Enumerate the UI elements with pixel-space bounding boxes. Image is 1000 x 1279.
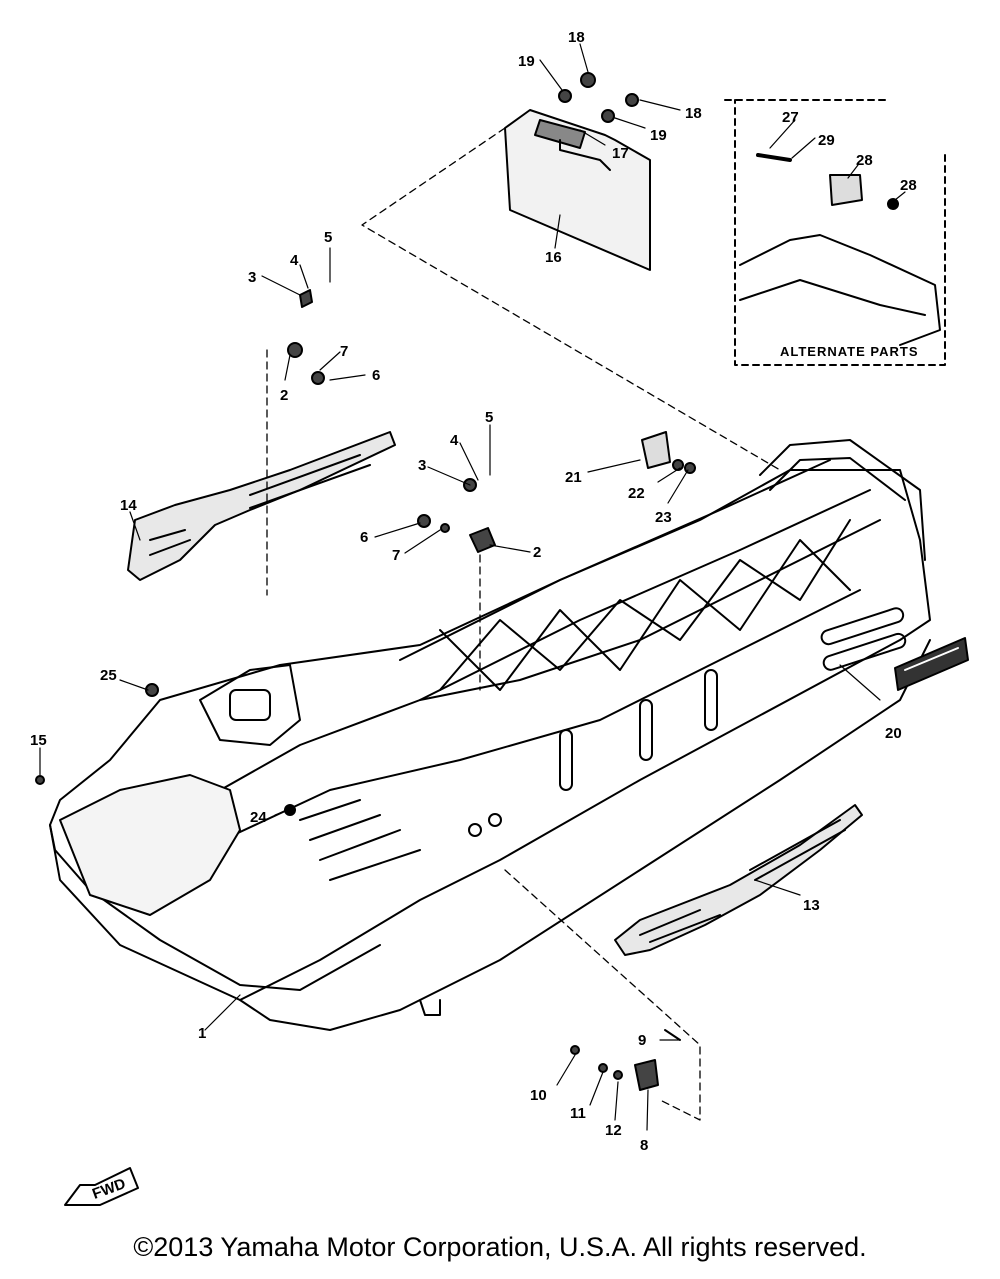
callout-29: 29 <box>818 132 835 149</box>
callout-8: 8 <box>640 1137 648 1154</box>
running-board-right <box>614 804 863 956</box>
alternate-parts-label: ALTERNATE PARTS <box>780 344 919 359</box>
fwd-arrow-icon <box>64 1167 139 1206</box>
callout-1: 1 <box>198 1025 206 1042</box>
callout-15: 15 <box>30 732 47 749</box>
callout-19b: 19 <box>650 127 667 144</box>
callout-11: 11 <box>570 1105 586 1122</box>
callout-7: 7 <box>340 343 348 360</box>
seat-base-plate <box>504 109 651 271</box>
callout-24: 24 <box>250 809 267 826</box>
callout-5b: 5 <box>485 409 493 426</box>
callout-18: 18 <box>568 29 585 46</box>
callout-17: 17 <box>612 145 629 162</box>
callout-2: 2 <box>280 387 288 404</box>
callout-16: 16 <box>545 249 562 266</box>
callout-5: 5 <box>324 229 332 246</box>
alternate-parts-box <box>724 99 946 366</box>
callout-18b: 18 <box>685 105 702 122</box>
callout-23: 23 <box>655 509 672 526</box>
callout-14: 14 <box>120 497 137 514</box>
callout-6b: 6 <box>360 529 368 546</box>
leader-lines <box>39 43 906 1131</box>
running-board-left <box>127 431 396 581</box>
callout-2b: 2 <box>533 544 541 561</box>
parts-diagram: 1 2 2 3 3 4 4 5 5 6 6 7 7 8 9 10 11 12 1… <box>30 29 969 1206</box>
callout-3: 3 <box>248 269 256 286</box>
fwd-label: FWD <box>90 1175 128 1203</box>
callout-3b: 3 <box>418 457 426 474</box>
alternate-parts-frame <box>739 153 941 346</box>
callout-21: 21 <box>565 469 582 486</box>
callout-12: 12 <box>605 1122 622 1139</box>
copyright-notice: ©2013 Yamaha Motor Corporation, U.S.A. A… <box>133 1232 867 1262</box>
callout-labels: 1 2 2 3 3 4 4 5 5 6 6 7 7 8 9 10 11 12 1… <box>30 29 919 1203</box>
callout-10: 10 <box>530 1087 547 1104</box>
callout-27: 27 <box>782 109 799 126</box>
callout-22: 22 <box>628 485 645 502</box>
callout-20: 20 <box>885 725 902 742</box>
frame-body <box>49 439 931 1031</box>
callout-19: 19 <box>518 53 535 70</box>
callout-7b: 7 <box>392 547 400 564</box>
callout-4b: 4 <box>450 432 459 449</box>
callout-28: 28 <box>856 152 873 169</box>
callout-28b: 28 <box>900 177 917 194</box>
callout-6: 6 <box>372 367 380 384</box>
callout-4: 4 <box>290 252 299 269</box>
callout-9: 9 <box>638 1032 646 1049</box>
leader-lines-dashed <box>266 127 781 1121</box>
emblem-plate <box>894 637 969 691</box>
callout-13: 13 <box>803 897 820 914</box>
callout-25: 25 <box>100 667 117 684</box>
